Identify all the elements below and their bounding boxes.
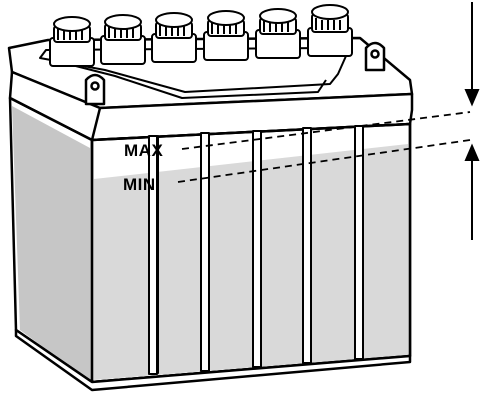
terminal-icon: [84, 41, 386, 106]
min-label: MIN: [123, 175, 156, 194]
electrolyte-side: [12, 106, 90, 382]
max-label: MAX: [124, 141, 164, 160]
battery-base: [14, 328, 412, 392]
max-level-line: [181, 111, 471, 150]
min-level-line: [177, 139, 471, 183]
cell-separators: [148, 125, 364, 375]
electrolyte-front: [94, 144, 408, 380]
arrow-down-icon: [464, 2, 480, 107]
filler-cap-icon: [49, 4, 353, 67]
arrow-up-icon: [464, 143, 480, 240]
